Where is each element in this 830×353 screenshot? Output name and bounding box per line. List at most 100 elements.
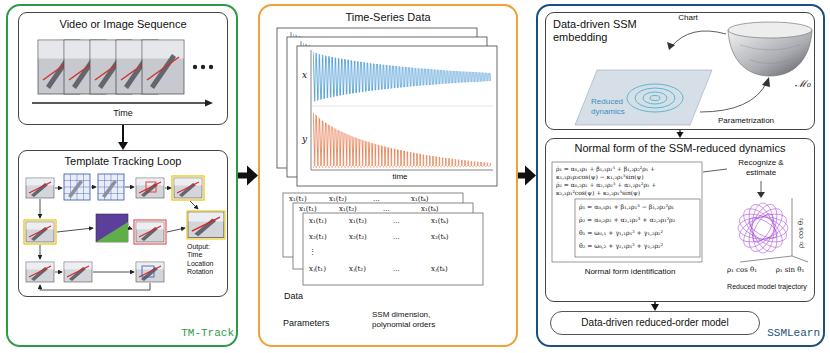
tracking-loop-illustration-part (146, 182, 156, 192)
manifold-label: ℳ₀ (795, 78, 813, 90)
ssm-embedding-illustration-part (627, 84, 683, 112)
tracking-loop-illustration-part (26, 262, 54, 282)
tracking-loop-illustration-part (174, 178, 202, 198)
axis-label: y (300, 134, 309, 145)
normal-form-illustration-part (792, 198, 793, 256)
normal-form-illustration-part (740, 256, 792, 262)
matrix-cell: x₁(t₁) (289, 195, 325, 203)
equation-line: ρ̇₁ = α₀,₁ρ₁ + β₁,₁ρ₁³ − β₁,₂ρ₂²ρ₁ (579, 203, 699, 210)
tracking-loop-illustration-part (64, 262, 92, 282)
ssm-embedding-illustration-part (650, 96, 660, 101)
ssm-embedding-illustration-part (700, 82, 767, 112)
image-sequence-illustration (32, 40, 213, 107)
equation-line: κ₁,₁ρ₁ρ₂cos(ψ) − κ₁,₂ρ₁³sin(ψ) (556, 173, 700, 180)
box-title: Template Tracking Loop (19, 155, 227, 168)
panel-title: Time-Series Data (260, 11, 516, 24)
axis-label: ρ₁ sin θ₁ (772, 266, 808, 274)
ssm-embedding-illustration (575, 22, 812, 125)
flow-arrow (677, 130, 684, 138)
normal-form-illustration-part (757, 192, 765, 198)
axis-label: ρ₁ cos θ₁ (724, 266, 760, 274)
normal-form-illustration-part (575, 199, 700, 257)
matrix-cell: x₂(t₁) (309, 233, 345, 241)
box-title: Data-driven reduced-order model (551, 317, 759, 329)
ssm-embedding-illustration-part (643, 92, 667, 104)
ssm-embedding-illustration-part (575, 70, 712, 125)
tracking-loop-illustration-part (96, 222, 128, 242)
matrix-cell: xⱼ(t₁) (309, 265, 345, 273)
image-sequence-illustration-part (32, 102, 206, 103)
output-note: Output: Time Location Rotation (187, 243, 227, 277)
arrow-head (525, 166, 536, 186)
normal-form-illustration-part-part (738, 203, 789, 254)
dynamics-label: Reduced dynamics (591, 97, 629, 116)
normal-form-illustration-part (792, 256, 808, 262)
tracking-loop-illustration-part-part (188, 212, 224, 238)
equation-line: θ̇₂ = ω₀,₂ + γ₂,₁ρ₁² + γ₂,₂ρ₂² (579, 242, 699, 249)
arrow-label: Chart (672, 13, 704, 23)
tracking-loop-illustration-part (91, 187, 96, 188)
image-sequence-illustration-part (205, 100, 213, 107)
matrix-cell: xⱼ(t₂) (349, 265, 385, 273)
normal-form-illustration-part-part (736, 208, 791, 247)
data-matrices (283, 193, 483, 285)
panel: TM-TrackVideo or Image SequenceTemplate … (6, 4, 238, 347)
tracking-loop-illustration-part (134, 220, 166, 244)
tracking-loop-illustration-part (93, 272, 134, 273)
caption-label: Normal form identification (555, 267, 705, 277)
equation-line: θ̇₁ = ω₀,₁ + γ₁,₁ρ₁² + γ₁,₂ρ₂² (579, 229, 699, 236)
tracking-loop-illustration-part (40, 199, 41, 218)
tracking-loop-illustration-part (98, 174, 124, 200)
arrow-label: Recognize & estimate (729, 158, 793, 177)
data-matrices-part (303, 213, 483, 285)
normal-form-illustration-part-part (749, 211, 777, 246)
matrix-cell: x₂(t₂) (349, 233, 385, 241)
box-title: Data-driven SSM embedding (553, 18, 653, 44)
connector-line (518, 173, 526, 179)
tracking-loop-illustration-part (136, 262, 164, 282)
box-title: Video or Image Sequence (19, 18, 227, 31)
tracking-loop-illustration-part (55, 272, 62, 273)
matrix-cell: ⋮ (309, 248, 345, 256)
matrix-cell: x₁(t₂) (339, 205, 375, 213)
matrix-cell: x₂(tₖ) (431, 233, 467, 241)
image-sequence-illustration-part (142, 40, 184, 94)
tracking-loop-illustration-part (136, 178, 164, 198)
caption-label: Reduced model trajectory (722, 283, 812, 291)
tracking-loop-illustration-part (40, 283, 150, 290)
time-series-plots (277, 28, 497, 186)
flow-arrow (238, 166, 258, 186)
ssm-embedding-illustration-part (762, 77, 770, 87)
tracking-loop-illustration-part (172, 176, 204, 200)
arrow-head (651, 304, 659, 311)
equation-line: ρ̇₁ = α₀,₁ρ₁ + β₁,₁ρ₁³ + β₁,₂ρ₂²ρ₁ + (556, 165, 700, 172)
normal-form-illustration-part (736, 201, 791, 256)
matrix-cell: x₁(t₁) (309, 217, 345, 225)
axis-label: time (372, 172, 428, 182)
normal-form-illustration (552, 162, 808, 262)
tracking-loop-illustration-part (188, 212, 224, 238)
ssm-embedding-illustration-part (635, 88, 675, 108)
axis-label: ρ₂ cos θ₂ (797, 206, 805, 248)
matrix-cell: x₁(tₖ) (431, 217, 467, 225)
tracking-loop-illustration-part (125, 187, 134, 188)
tracking-loop-illustration-part (96, 214, 128, 242)
tracking-loop-illustration-part (26, 178, 54, 198)
normal-form-illustration-part (552, 162, 702, 262)
data-label: Parameters (283, 318, 353, 329)
equation-line: κ₂,₁ρ₁²cos(ψ) + κ₂,₂ρ₁³sin(ψ) (556, 189, 700, 196)
flow-arrow (518, 166, 536, 186)
matrix-cell: ... (393, 233, 429, 241)
tracking-loop-illustration-part (142, 266, 154, 277)
normal-form-illustration-part-part (746, 214, 781, 242)
time-series-plots-part (297, 46, 497, 186)
tracking-loop-illustration-part (57, 228, 93, 232)
panel-name: SSMLearn (762, 327, 820, 340)
normal-form-illustration-part-part (738, 203, 789, 254)
matrix-cell: x₁(t₁) (299, 205, 335, 213)
tracking-loop-illustration-part (129, 228, 132, 229)
data-label: Data (284, 291, 344, 302)
